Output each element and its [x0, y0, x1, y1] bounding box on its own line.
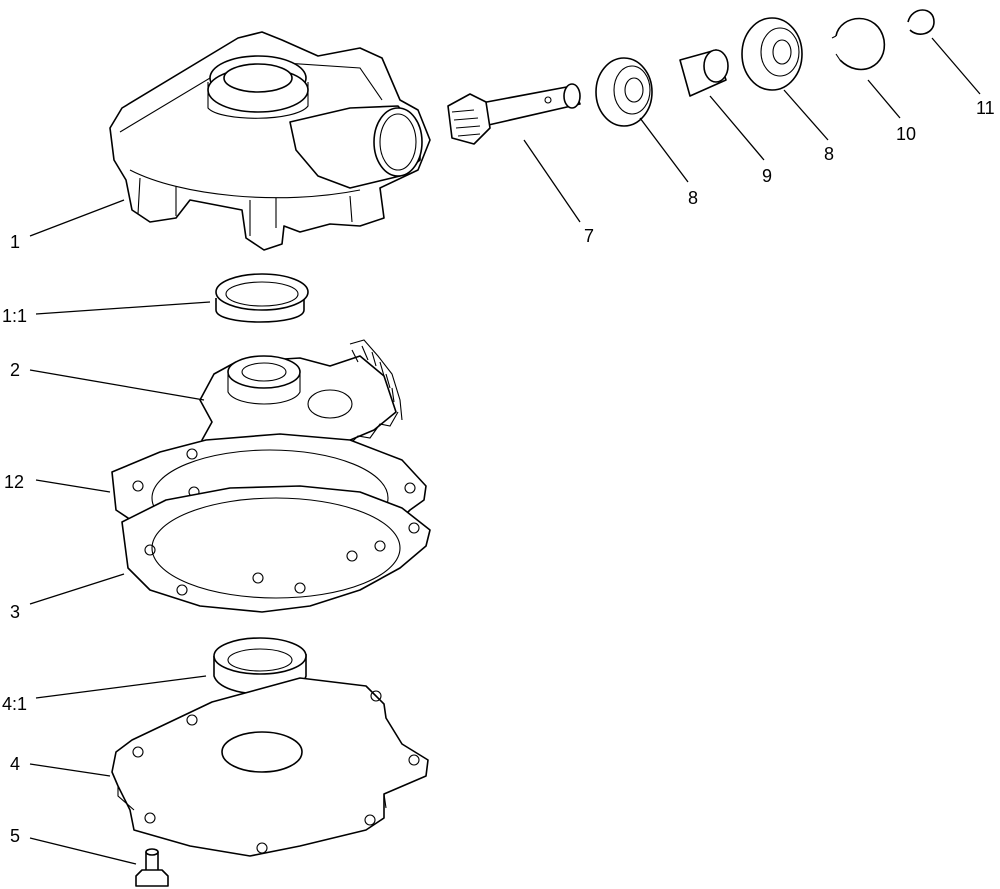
part-1-1-bushing — [215, 273, 309, 323]
leader-12 — [35, 479, 111, 493]
part-11-retaining-ring — [907, 9, 935, 35]
part-8-bearing-right — [741, 17, 803, 91]
callout-3: 3 — [10, 602, 20, 622]
callout-5: 5 — [10, 826, 20, 846]
leader-11 — [931, 37, 981, 95]
part-7-pinion-shaft — [447, 83, 581, 145]
leader-4 — [29, 763, 111, 777]
part-4-cover-plate — [111, 677, 429, 857]
part-8-bearing-left — [595, 57, 653, 127]
callout-7: 7 — [584, 226, 594, 246]
leader-5 — [29, 837, 137, 865]
part-3-gasket — [121, 485, 431, 613]
leader-1-1 — [35, 301, 211, 315]
leader-1 — [29, 199, 125, 237]
part-10-snap-ring — [831, 17, 886, 71]
leader-3 — [29, 573, 125, 605]
callout-2: 2 — [10, 360, 20, 380]
leader-10 — [867, 79, 901, 119]
callout-8b: 8 — [824, 144, 834, 164]
callout-4: 4 — [10, 754, 20, 774]
leader-9 — [709, 95, 765, 161]
callout-9: 9 — [762, 166, 772, 186]
leader-8b — [783, 89, 829, 141]
part-1-gear-housing — [109, 31, 431, 251]
callout-11: 11 — [976, 98, 995, 118]
callout-12: 12 — [4, 472, 24, 492]
leader-8a — [639, 117, 689, 183]
leader-7 — [523, 139, 581, 223]
part-9-spacer — [679, 49, 729, 97]
callout-1: 1 — [10, 232, 20, 252]
callout-4-1: 4:1 — [2, 694, 27, 714]
part-5-bolt — [135, 848, 169, 887]
leader-2 — [29, 369, 205, 401]
leader-lines — [29, 37, 981, 865]
callout-10: 10 — [896, 124, 916, 144]
callout-8a: 8 — [688, 188, 698, 208]
leader-4-1 — [35, 675, 207, 699]
callout-1-1: 1:1 — [2, 306, 27, 326]
callout-labels: 1 1:1 2 12 3 4:1 4 5 7 8 9 8 10 11 — [2, 98, 995, 846]
